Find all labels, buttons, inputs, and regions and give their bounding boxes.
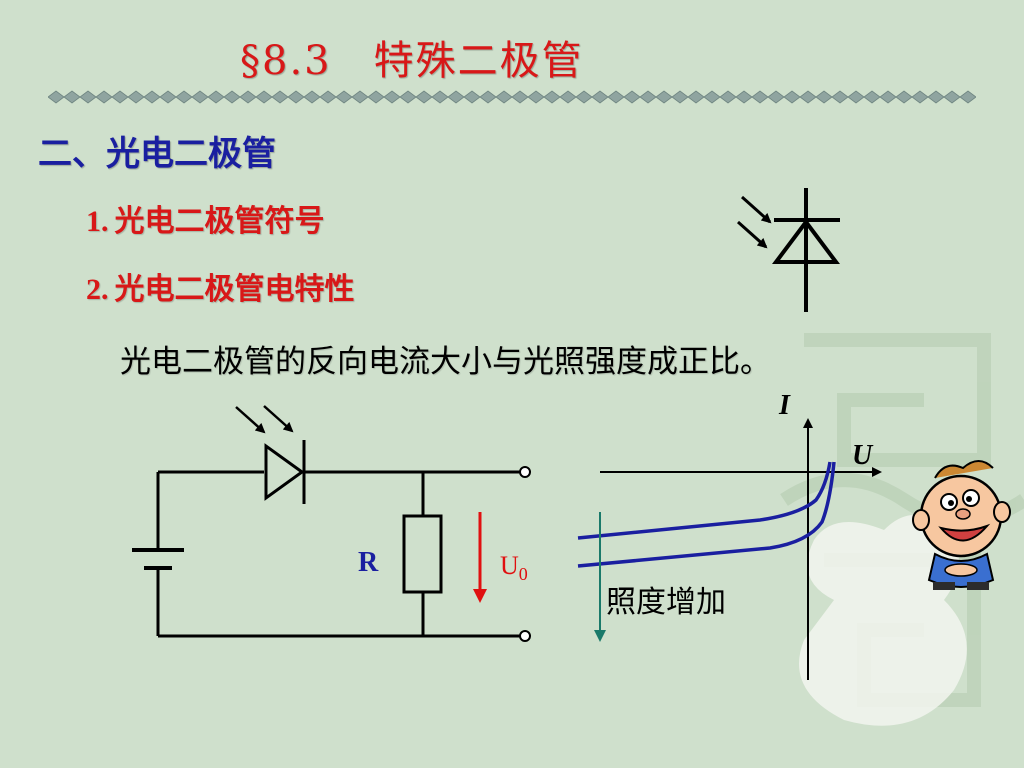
- item-2-label: 光电二极管电特性: [114, 272, 355, 307]
- item-1: 1.光电二极管符号: [86, 196, 325, 240]
- photodiode-symbol: [737, 188, 840, 312]
- item-1-number: 1.: [86, 205, 109, 238]
- output-voltage-label: U0: [500, 551, 528, 584]
- y-axis-label: I: [778, 390, 791, 421]
- characteristic-curve-low: [577, 461, 832, 540]
- resistor: [402, 514, 443, 594]
- output-voltage-symbol: U: [500, 551, 519, 580]
- terminal-top: [519, 466, 531, 478]
- section-heading: 二、光电二极管: [38, 134, 276, 174]
- cartoon-character-icon: [912, 460, 1011, 590]
- item-2-number: 2.: [86, 273, 109, 306]
- light-arrow-1: [235, 406, 266, 434]
- output-voltage-subscript: 0: [519, 564, 528, 584]
- iu-graph: I U 照度增加: [577, 390, 882, 680]
- x-axis-label: U: [852, 440, 874, 471]
- circuit-diagram: [132, 405, 521, 638]
- slide-title: §8.3 特殊二极管: [240, 38, 584, 84]
- terminal-bottom: [519, 630, 531, 642]
- characteristic-curve-high: [577, 461, 836, 568]
- item-1-label: 光电二极管符号: [114, 204, 325, 239]
- decorative-divider: [48, 90, 976, 104]
- statement: 光电二极管的反向电流大小与光照强度成正比。: [120, 344, 771, 380]
- item-2: 2.光电二极管电特性: [86, 264, 355, 308]
- illumination-label: 照度增加: [606, 585, 726, 620]
- resistor-label: R: [358, 547, 379, 578]
- light-arrow-2: [263, 405, 294, 433]
- circuit-photodiode: [264, 440, 306, 504]
